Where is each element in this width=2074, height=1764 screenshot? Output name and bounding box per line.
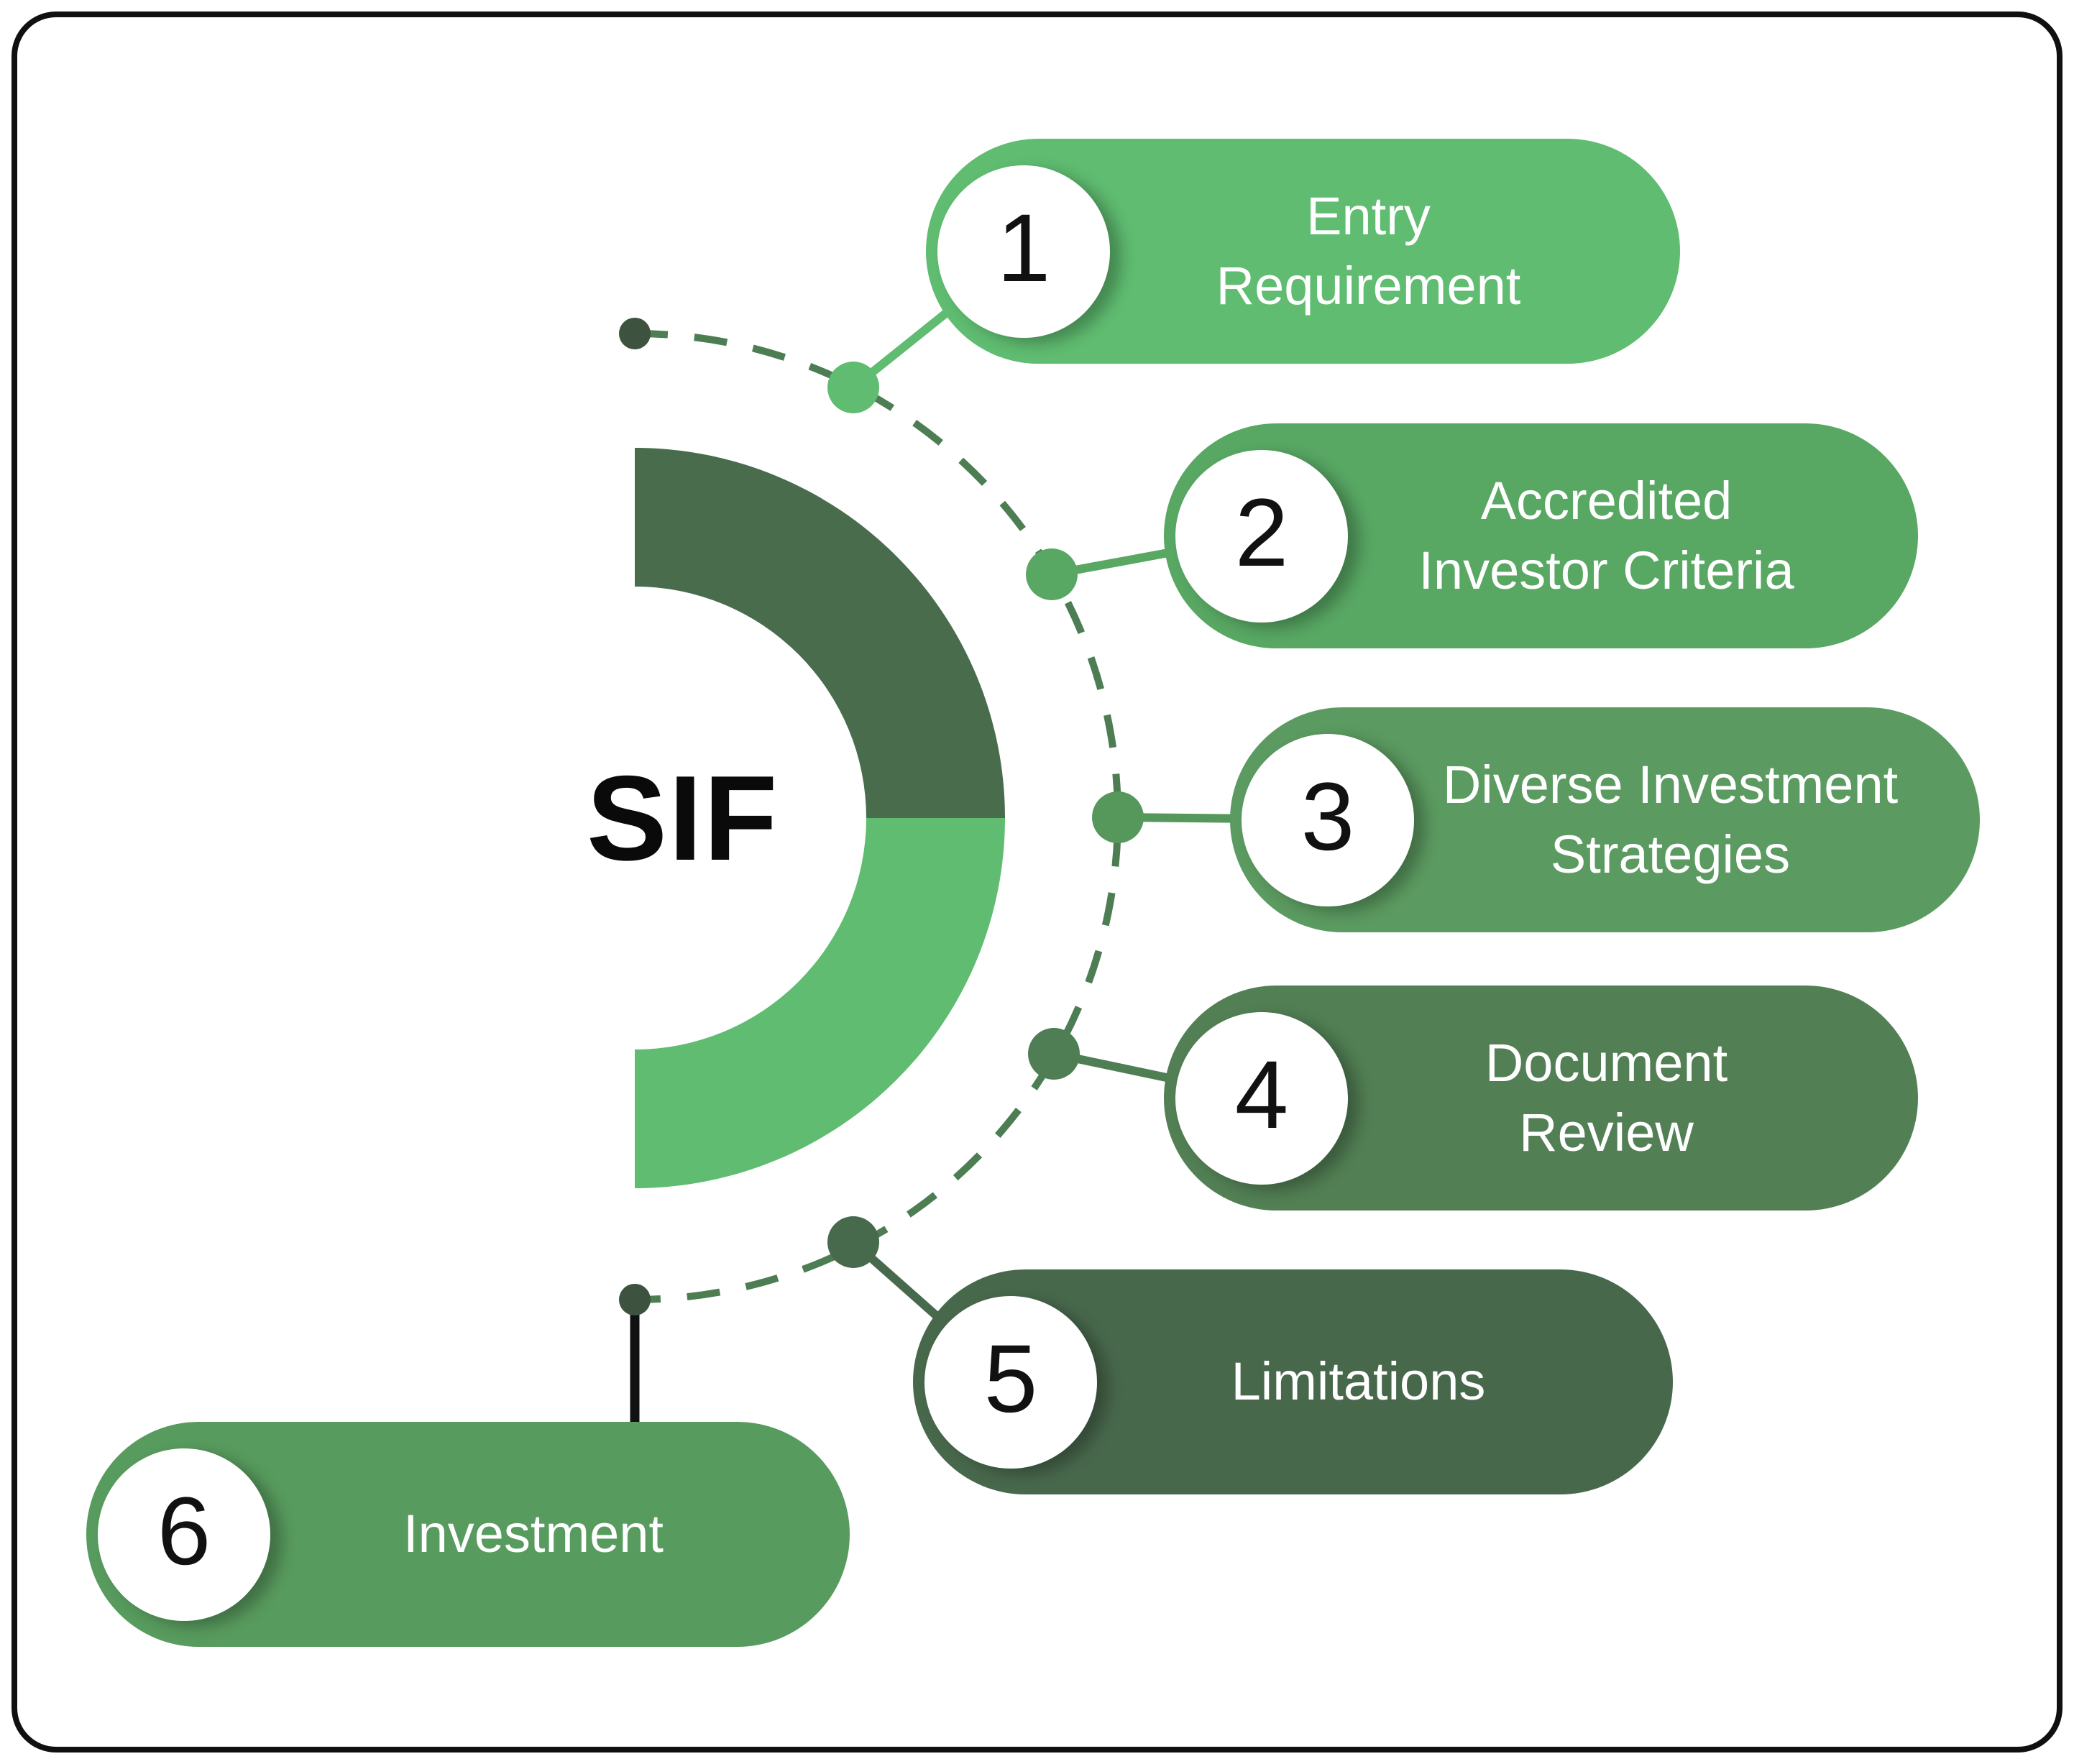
step-label-entry-requirement: Entry Requirement xyxy=(1216,186,1521,316)
donut-lower-quarter xyxy=(635,818,1005,1188)
step-label-diverse-investment-strategies: Diverse Investment Strategies xyxy=(1442,755,1899,884)
step-circle-1: 1 xyxy=(937,165,1110,338)
step-circle-3: 3 xyxy=(1242,733,1414,906)
step-circle-4: 4 xyxy=(1175,1011,1348,1185)
step-number-1: 1 xyxy=(996,194,1051,302)
step-label-limitations: Limitations xyxy=(1231,1351,1486,1412)
step-number-3: 3 xyxy=(1300,763,1355,870)
step-number-5: 5 xyxy=(983,1325,1038,1433)
step-circle-6: 6 xyxy=(98,1448,270,1621)
step-number-4: 4 xyxy=(1234,1041,1289,1149)
arc-dot-step-1 xyxy=(827,362,879,413)
step-label-accredited-investor-criteria: Accredited Investor Criteria xyxy=(1418,471,1794,600)
arc-dot-step-2 xyxy=(1026,548,1078,600)
step-label-investment: Investment xyxy=(403,1504,664,1564)
arc-dot-step-5 xyxy=(827,1216,879,1268)
step-pill-limitations: 5 Limitations xyxy=(913,1269,1673,1494)
step-circle-2: 2 xyxy=(1175,449,1348,623)
arc-dot-step-3 xyxy=(1092,791,1144,843)
arc-end-dot-bottom xyxy=(619,1284,651,1315)
step-pill-diverse-investment-strategies: 3 Diverse Investment Strategies xyxy=(1230,707,1980,932)
step-number-2: 2 xyxy=(1234,479,1289,587)
page-title: SIF xyxy=(587,750,779,886)
step-number-6: 6 xyxy=(157,1477,211,1585)
arc-end-dot-top xyxy=(619,318,651,349)
step-pill-entry-requirement: 1 Entry Requirement xyxy=(926,139,1680,364)
donut-upper-quarter xyxy=(635,448,1005,818)
step-label-document-review: Document Review xyxy=(1485,1033,1728,1162)
step-circle-5: 5 xyxy=(924,1295,1097,1469)
step-pill-document-review: 4 Document Review xyxy=(1164,986,1918,1211)
step-pill-investment: 6 Investment xyxy=(86,1422,850,1647)
arc-dot-step-4 xyxy=(1028,1028,1080,1080)
step-pill-accredited-investor-criteria: 2 Accredited Investor Criteria xyxy=(1164,423,1918,648)
